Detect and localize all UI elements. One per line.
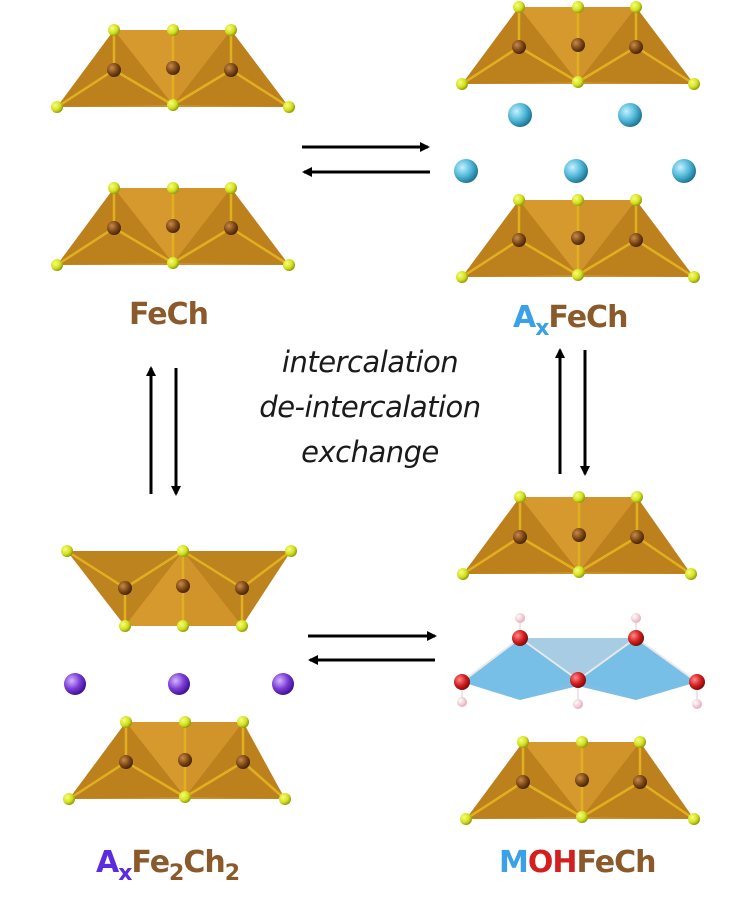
- process-de-intercalation: de-intercalation: [259, 390, 481, 424]
- label-ax-fe2ch2: AxFe2Ch2: [96, 845, 240, 886]
- label-mohfech-m: M: [499, 845, 529, 880]
- fech-layer-bottom-right-2: [460, 736, 700, 825]
- fech-layer-top-left: [51, 24, 295, 113]
- label-fech-text: FeCh: [129, 297, 209, 332]
- fech-layer-top-left-2: [51, 182, 295, 271]
- reaction-arrows: [146, 142, 590, 665]
- process-exchange: exchange: [301, 435, 439, 469]
- fech-layer-top-right-2: [456, 194, 700, 283]
- blue-ion: [454, 159, 478, 183]
- label-ax-fe2ch2-ch: Ch: [183, 845, 225, 880]
- intercalant-ions-purple: [64, 673, 294, 695]
- fech-layer-bottom-left-1: [61, 545, 297, 632]
- label-ax-fech: AxFeCh: [513, 300, 628, 341]
- label-mohfech: MOHFeCh: [499, 845, 656, 880]
- label-ax-fe2ch2-sub2: 2: [224, 861, 240, 886]
- label-mohfech-oh: OH: [527, 845, 578, 880]
- fech-layers: [51, 1, 700, 825]
- fech-layer-bottom-left-2: [63, 716, 291, 805]
- intercalant-ions-blue: [454, 103, 696, 183]
- purple-ion: [272, 673, 294, 695]
- blue-ion: [618, 103, 642, 127]
- blue-ion: [564, 159, 588, 183]
- fech-layer-top-right-1: [456, 1, 700, 90]
- purple-ion: [64, 673, 86, 695]
- hydroxide-layer: [454, 613, 705, 709]
- label-ax-fech-a: A: [513, 300, 536, 335]
- purple-ion: [168, 673, 190, 695]
- label-fech: FeCh: [129, 297, 209, 332]
- label-ax-fech-x: x: [535, 316, 549, 341]
- label-mohfech-fech: FeCh: [576, 845, 656, 880]
- label-ax-fech-suffix: FeCh: [548, 300, 628, 335]
- blue-ion: [508, 103, 532, 127]
- label-ax-fe2ch2-fe: Fe: [131, 845, 170, 880]
- label-ax-fe2ch2-a: A: [96, 845, 119, 880]
- fech-layer-bottom-right-1: [457, 491, 697, 580]
- process-intercalation: intercalation: [281, 345, 459, 379]
- label-ax-fe2ch2-sub1: 2: [169, 861, 184, 886]
- blue-ion: [672, 159, 696, 183]
- label-ax-fe2ch2-x: x: [118, 861, 132, 886]
